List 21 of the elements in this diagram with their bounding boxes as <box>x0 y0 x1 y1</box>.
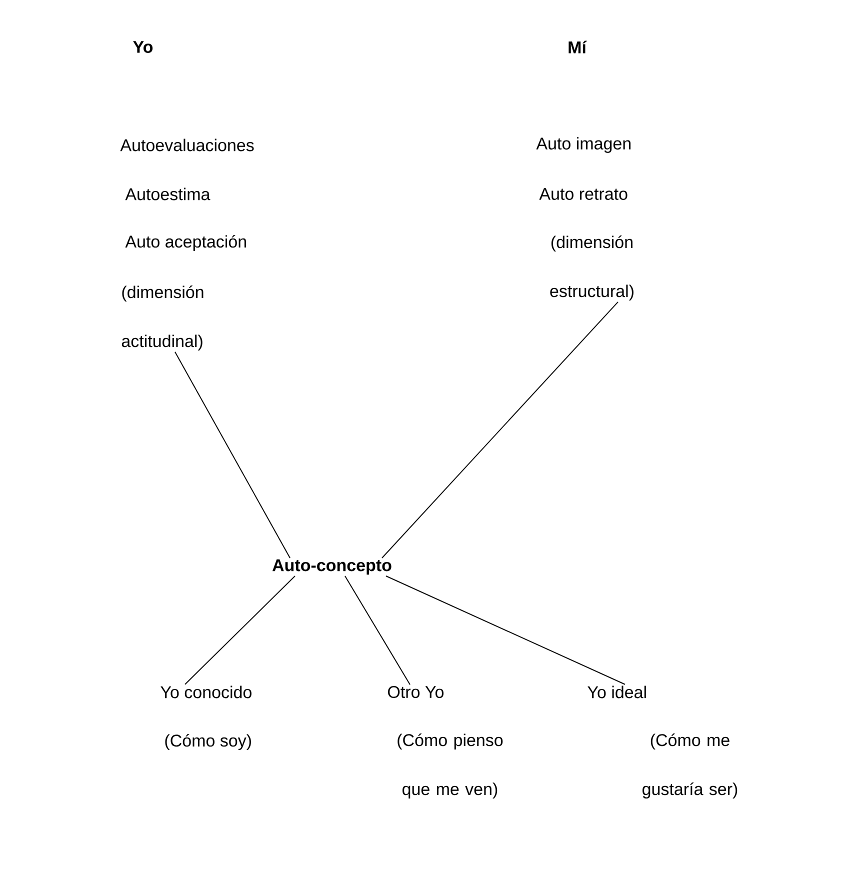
text-label: Otro Yo <box>388 686 444 698</box>
connector-line <box>344 576 410 686</box>
connector-line <box>386 576 626 685</box>
text-label: Autoestima <box>125 188 210 200</box>
text-label: Auto retrato <box>539 188 628 200</box>
heading-label: Mí <box>568 40 587 54</box>
text-label: (Cómo pienso que me ven) <box>398 733 503 799</box>
text-label: (dimensión actitudinal) <box>122 286 204 351</box>
text-label: Yo conocido <box>160 686 252 698</box>
connector-line <box>174 351 290 558</box>
connector-line <box>382 301 618 558</box>
text-label: Autoevaluaciones <box>120 138 254 152</box>
connector-line <box>184 576 296 685</box>
text-label: (dimensión estructural) <box>550 236 634 301</box>
text-label: (Cómo soy) <box>165 734 251 750</box>
heading-label: Auto-concepto <box>272 559 392 575</box>
text-label: (Cómo me gustaría ser) <box>642 733 738 799</box>
text-label: Auto imagen <box>536 137 630 153</box>
text-label: Auto aceptación <box>125 234 246 252</box>
heading-label: Yo <box>133 41 153 53</box>
text-label: Yo ideal <box>588 686 646 698</box>
